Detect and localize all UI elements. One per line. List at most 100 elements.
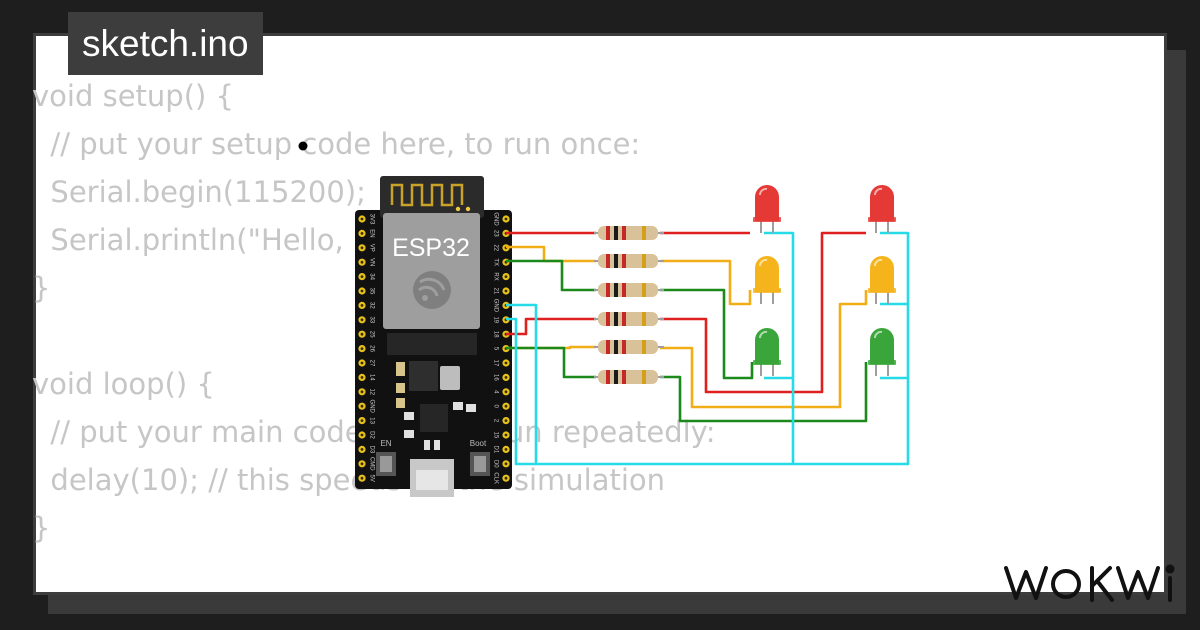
boot-button-label: Boot	[470, 439, 487, 448]
wire-cyan	[506, 317, 536, 466]
pin-label: 17	[492, 360, 498, 367]
code-line: void loop() {	[32, 367, 215, 401]
en-button[interactable]	[376, 452, 396, 476]
pin-label: 13	[368, 417, 374, 424]
en-button-label: EN	[380, 439, 391, 448]
wire-red	[660, 231, 866, 394]
led-red[interactable]	[868, 185, 896, 233]
pin-label: 14	[368, 374, 374, 381]
pin-label: 23	[492, 230, 498, 237]
pin-label: 25	[368, 331, 374, 338]
pin-hole	[360, 275, 364, 278]
pin-hole	[360, 361, 364, 365]
pin-label: D3	[368, 446, 374, 454]
pin-hole	[360, 433, 364, 437]
pin-label: 33	[368, 316, 374, 323]
pin-hole	[360, 419, 364, 422]
pin-label: VN	[368, 258, 374, 266]
wire-yellow	[660, 290, 868, 409]
pin-hole	[504, 448, 508, 451]
pin-hole	[360, 246, 364, 250]
pin-label: CMD	[368, 457, 374, 471]
pin-label: 5	[492, 347, 498, 351]
wire-red	[506, 317, 596, 336]
pin-hole	[360, 232, 364, 235]
pin-label: 18	[492, 331, 498, 338]
pin-label: 21	[492, 288, 498, 295]
led-yellow[interactable]	[753, 256, 781, 304]
pin-hole	[504, 462, 508, 466]
boot-button[interactable]	[470, 452, 490, 476]
pin-hole	[504, 217, 508, 221]
resistor-array	[594, 226, 664, 384]
pin-label: D1	[492, 446, 498, 454]
pin-label: RX	[492, 272, 498, 280]
led-yellow[interactable]	[868, 256, 896, 304]
pin-hole	[360, 347, 364, 350]
pin-hole	[360, 304, 364, 307]
led-red[interactable]	[753, 185, 781, 233]
pin-hole	[360, 217, 364, 221]
code-line: Serial.begin(115200);	[32, 175, 366, 209]
resistor[interactable]	[594, 226, 664, 240]
pin-label: 12	[368, 388, 374, 395]
espressif-logo	[413, 271, 451, 309]
wire-green	[506, 346, 596, 379]
pin-hole	[360, 289, 364, 293]
led-green[interactable]	[868, 328, 896, 376]
pin-label: 2	[492, 419, 498, 423]
pin-label: 34	[368, 273, 374, 280]
led-array	[753, 185, 896, 376]
pin-hole	[360, 476, 364, 480]
pin-label: 5V	[368, 475, 374, 482]
file-name-tab[interactable]: sketch.ino	[68, 12, 263, 75]
wire-green	[660, 362, 868, 423]
pin-label: 16	[492, 374, 498, 381]
pin-hole	[360, 332, 364, 336]
wire-cyan	[506, 231, 910, 466]
pin-label: 4	[492, 390, 498, 394]
wire-green	[660, 288, 754, 380]
pin-label: GND	[368, 400, 374, 414]
pin-label: EN	[368, 229, 374, 237]
code-line: // put your setup code here, to run once…	[32, 127, 641, 161]
pin-hole	[360, 448, 364, 451]
led-green[interactable]	[753, 328, 781, 376]
pin-hole	[360, 318, 364, 322]
resistor[interactable]	[594, 254, 664, 268]
pin-hole	[360, 462, 364, 466]
resistor[interactable]	[594, 340, 664, 354]
pin-label: 35	[368, 288, 374, 295]
wire-yellow	[660, 259, 752, 306]
esp32-board[interactable]: ESP32 EN Boot	[355, 176, 512, 497]
left-pin-header: 3V3ENVPVN343532332526271412GND13D2D3CMD5…	[358, 214, 374, 482]
pin-hole	[360, 404, 364, 408]
pin-label: GND	[492, 299, 498, 313]
pin-hole	[360, 260, 364, 264]
pin-hole	[360, 376, 364, 379]
wokwi-logo	[1004, 564, 1175, 602]
pin-label: 32	[368, 302, 374, 309]
code-line: void setup() {	[32, 79, 234, 113]
pin-hole	[360, 390, 364, 394]
pin-label: D2	[368, 431, 374, 439]
board-name: ESP32	[392, 234, 470, 262]
pin-hole	[504, 289, 508, 293]
resistor[interactable]	[594, 283, 664, 297]
wire-green	[506, 259, 596, 292]
pin-label: 0	[492, 405, 498, 409]
cursor-dot	[298, 141, 308, 151]
pin-hole	[504, 476, 508, 480]
pin-label: 27	[368, 360, 374, 367]
code-line: }	[32, 511, 51, 545]
resistor[interactable]	[594, 312, 664, 326]
resistor[interactable]	[594, 370, 664, 384]
pin-label: 15	[492, 432, 498, 439]
pin-hole	[504, 275, 508, 278]
pin-hole	[504, 419, 508, 422]
pin-hole	[504, 361, 508, 365]
pin-label: 19	[492, 316, 498, 323]
pin-hole	[504, 390, 508, 394]
